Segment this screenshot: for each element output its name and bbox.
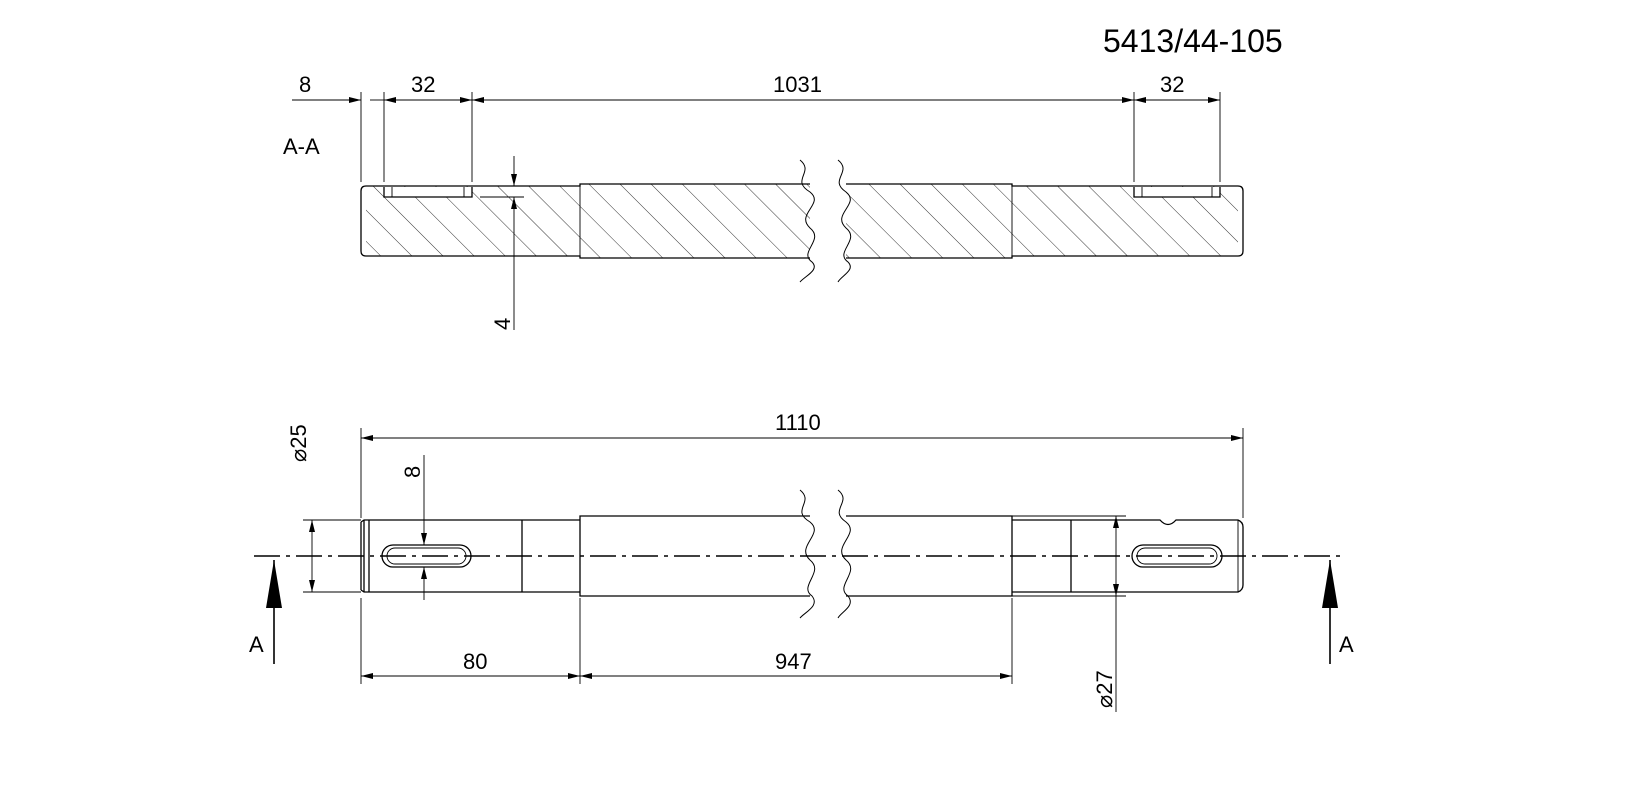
cut-marker-left: A [249,560,282,664]
section-body-right [846,184,1238,258]
section-keyway-left [383,187,473,198]
front-break-left [799,489,816,619]
dim-left-diameter: ⌀25 [286,424,311,462]
section-body-left [366,184,810,258]
dim-left-offset: 8 [299,72,311,97]
section-break-left [799,159,816,283]
cut-marker-left-label: A [249,632,264,657]
drawing-number: 5413/44-105 [1103,23,1283,59]
dim-left-keyway: 32 [411,72,435,97]
dim-middle-length: 947 [775,649,812,674]
cut-marker-right-label: A [1339,632,1354,657]
left-journal [360,519,580,593]
cut-marker-right: A [1322,560,1354,664]
front-view: 1110 ⌀25 8 80 947 ⌀27 A A [249,410,1354,712]
dim-right-keyway: 32 [1160,72,1184,97]
dim-left-step: 80 [463,649,487,674]
front-break-right [837,489,852,619]
dim-span: 1031 [773,72,822,97]
section-view: A-A 8 32 1031 32 [283,72,1244,330]
right-journal [1012,519,1244,593]
main-body-right [846,515,1013,597]
dim-keyway-depth: 4 [490,318,515,330]
main-body-left [579,515,810,597]
dim-right-diameter: ⌀27 [1092,670,1117,708]
section-outline-right [846,183,1244,259]
section-label: A-A [283,134,320,159]
section-keyway-right [1133,187,1221,198]
section-break-right [837,159,852,283]
dim-total-length: 1110 [775,410,821,435]
dim-keyway-width: 8 [400,466,425,478]
keyway-slot-right [1131,544,1223,568]
section-outline-left [360,183,810,259]
